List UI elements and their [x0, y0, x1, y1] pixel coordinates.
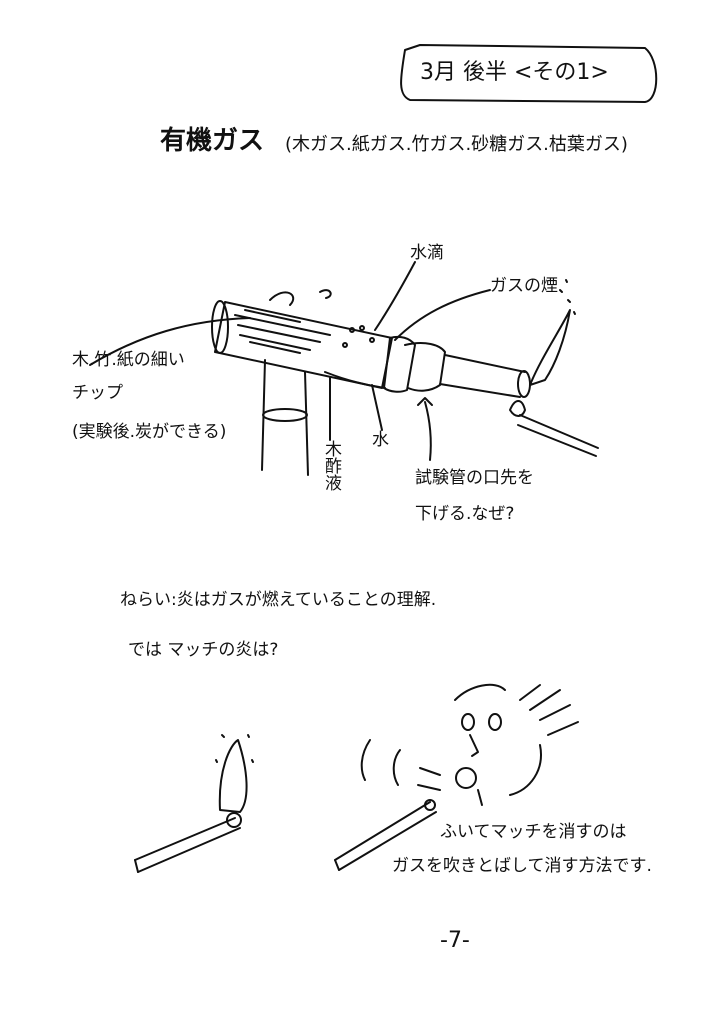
stand-icon — [261, 359, 309, 476]
label-chips-line1: 木.竹.紙の細い — [72, 350, 185, 370]
label-chips-line3: (実験後.炭ができる) — [72, 422, 227, 442]
gas-flame-icon — [529, 279, 576, 386]
note-blow-line1: ふいてマッチを消すのは — [440, 822, 627, 842]
label-question-line2: 下げる.なぜ? — [415, 504, 515, 524]
header-label: 3月 後半 <その1> — [420, 60, 609, 85]
page-subtitle: (木ガス.紙ガス.竹ガス.砂糖ガス.枯葉ガス) — [285, 134, 628, 155]
test-tube-icon — [211, 300, 531, 398]
note-blow-line2: ガスを吹きとばして消す方法です. — [392, 856, 652, 876]
note-aim: ねらい:炎はガスが燃えていることの理解. — [120, 590, 437, 610]
label-question-line1: 試験管の口先を — [415, 468, 534, 488]
blown-match-icon — [334, 799, 437, 871]
face-icon — [454, 683, 579, 806]
match-icon — [509, 400, 599, 457]
label-water-drop: 水滴 — [410, 243, 444, 263]
page-title: 有機ガス — [160, 126, 265, 156]
label-wood-vinegar: 木酢液 — [321, 440, 341, 491]
burning-match-icon — [134, 734, 254, 873]
note-question: では マッチの炎は? — [128, 640, 279, 660]
label-water: 水 — [372, 430, 389, 450]
label-chips-line2: チップ — [72, 383, 123, 403]
page-number: -7- — [440, 928, 470, 953]
header-frame — [400, 44, 658, 103]
label-gas-smoke: ガスの煙 — [490, 276, 558, 296]
